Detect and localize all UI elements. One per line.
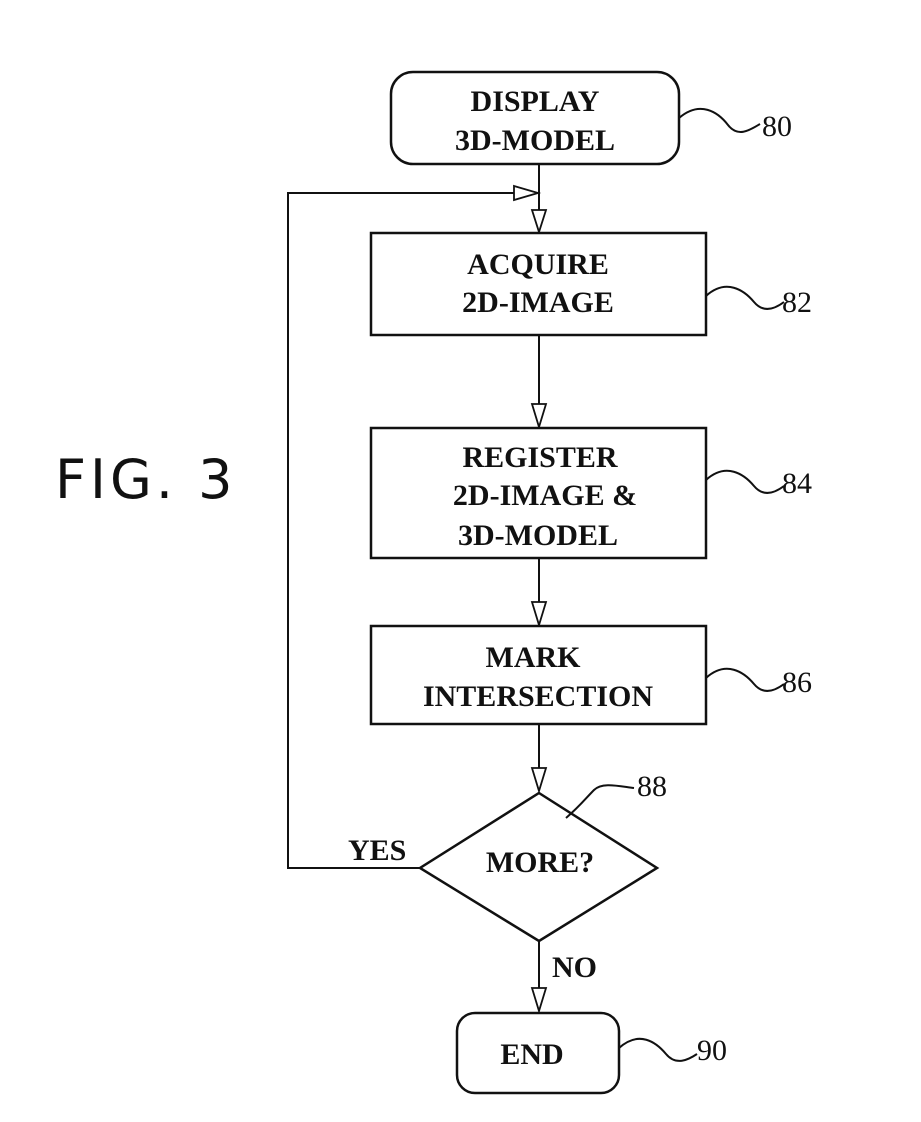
node-register-line-2: 2D-IMAGE & — [453, 479, 637, 512]
node-acquire-line-2: 2D-IMAGE — [462, 286, 614, 319]
node-register-line-1: REGISTER — [462, 441, 617, 474]
node-end-label: END — [500, 1038, 563, 1071]
arrowhead-end — [532, 988, 546, 1011]
ref-number-80: 80 — [762, 110, 792, 143]
edge-label-yes: YES — [348, 834, 406, 867]
edge-label-no: NO — [552, 951, 597, 984]
node-acquire-line-1: ACQUIRE — [467, 248, 609, 281]
figure-title: FIG. 3 — [55, 448, 237, 511]
node-register: REGISTER 2D-IMAGE & 3D-MODEL 84 — [371, 428, 812, 558]
node-acquire-2d-image: ACQUIRE 2D-IMAGE 82 — [371, 233, 812, 335]
ref-leader-88 — [566, 785, 634, 818]
node-end: END 90 — [457, 1013, 727, 1093]
ref-leader-80 — [679, 109, 760, 132]
ref-number-86: 86 — [782, 666, 812, 699]
arrowhead-mark — [532, 602, 546, 625]
ref-leader-90 — [619, 1039, 697, 1061]
node-mark-line-1: MARK — [486, 641, 582, 674]
arrowhead-decision — [532, 768, 546, 791]
arrowhead-yes-loop — [514, 186, 538, 200]
arrowhead-register — [532, 404, 546, 427]
node-display-line-1: DISPLAY — [471, 85, 600, 118]
node-register-line-3: 3D-MODEL — [458, 519, 618, 552]
node-display-line-2: 3D-MODEL — [455, 124, 615, 157]
ref-number-88: 88 — [637, 770, 667, 803]
ref-leader-86 — [706, 669, 784, 691]
ref-number-84: 84 — [782, 467, 812, 500]
node-display-3d-model: DISPLAY 3D-MODEL 80 — [391, 72, 792, 164]
ref-number-82: 82 — [782, 286, 812, 319]
node-mark-line-2: INTERSECTION — [423, 680, 653, 713]
node-decision-more: MORE? 88 — [420, 770, 667, 941]
ref-leader-82 — [706, 287, 784, 309]
node-decision-label: MORE? — [486, 846, 594, 879]
arrowhead-acquire — [532, 210, 546, 232]
ref-number-90: 90 — [697, 1034, 727, 1067]
node-mark-intersection: MARK INTERSECTION 86 — [371, 626, 812, 724]
ref-leader-84 — [706, 471, 784, 493]
